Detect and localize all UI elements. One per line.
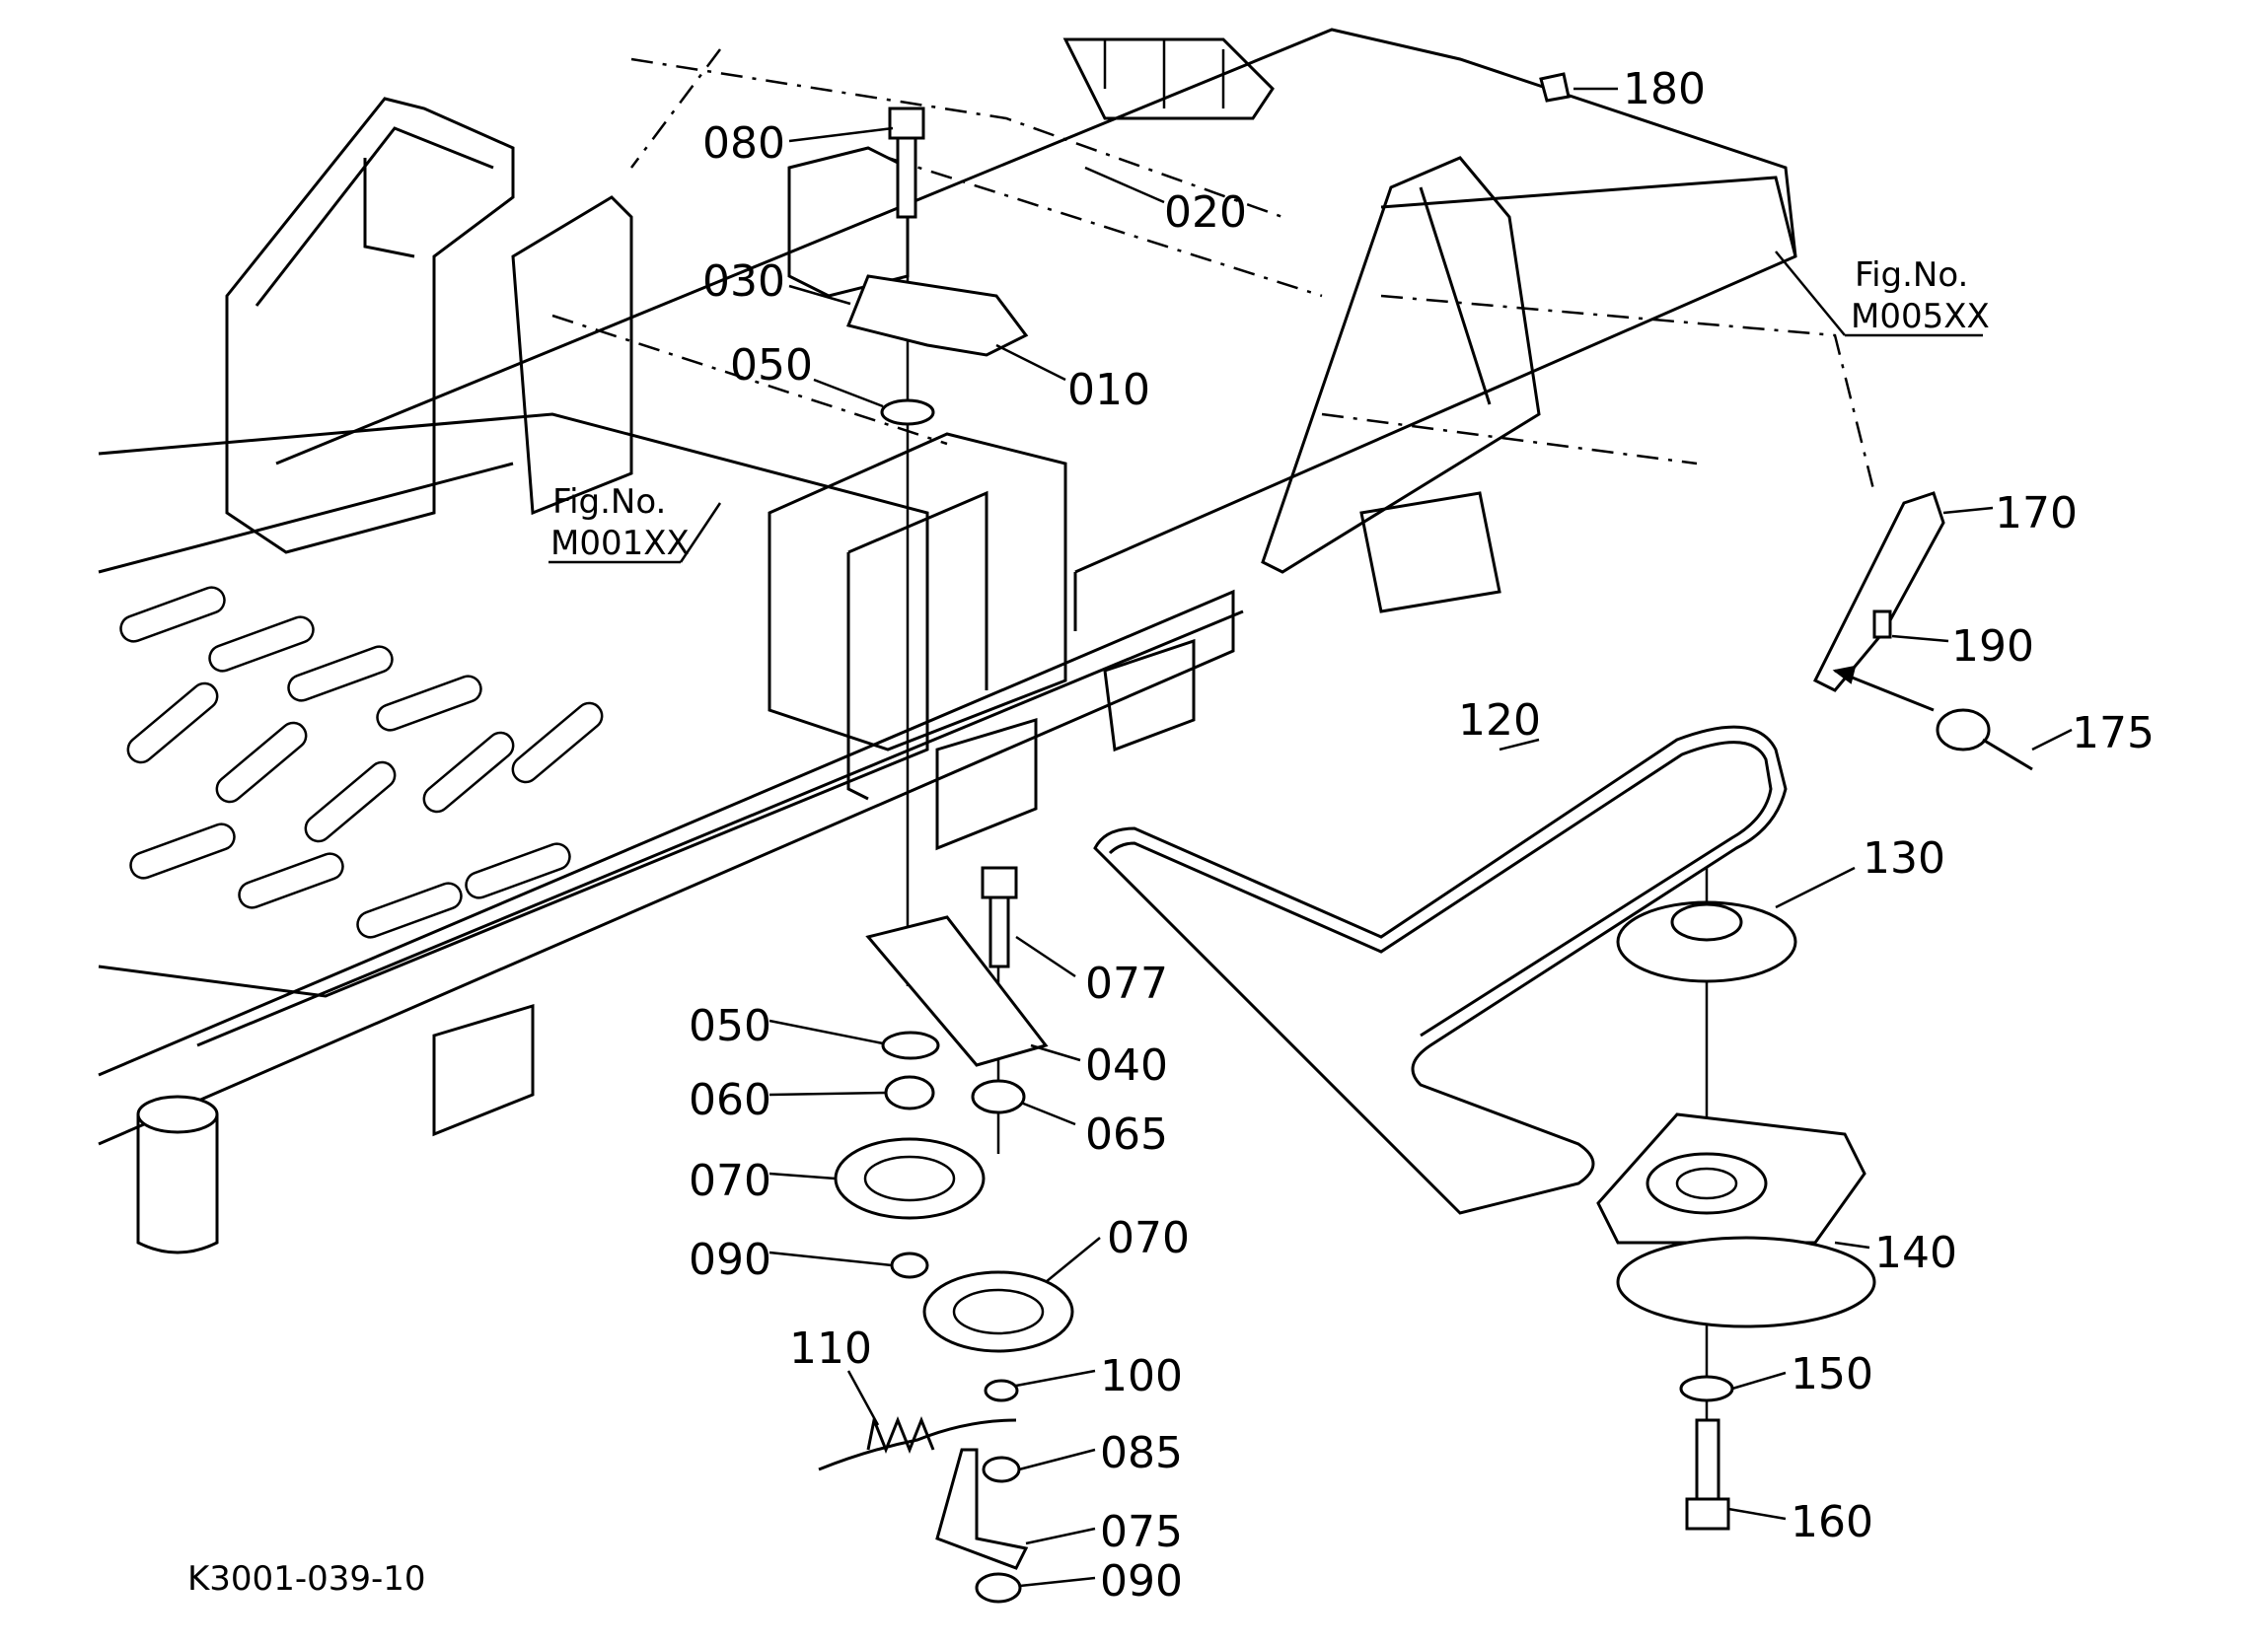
part-label-175[interactable]: 175 xyxy=(2072,708,2155,758)
part-label-010[interactable]: 010 xyxy=(1067,365,1150,415)
part-label-140[interactable]: 140 xyxy=(1874,1228,1957,1278)
part-label-100[interactable]: 100 xyxy=(1100,1351,1183,1401)
part-label-180[interactable]: 180 xyxy=(1623,64,1706,114)
part-label-077[interactable]: 077 xyxy=(1085,959,1168,1009)
diagram-id: K3001-039-10 xyxy=(187,1559,426,1599)
part-label-160[interactable]: 160 xyxy=(1791,1497,1873,1547)
part-label-090-upper[interactable]: 090 xyxy=(689,1235,771,1285)
part-label-130[interactable]: 130 xyxy=(1863,833,1945,884)
idler-assembly xyxy=(818,107,1074,1604)
part-label-030[interactable]: 030 xyxy=(702,256,785,307)
leader-lines xyxy=(679,87,2073,1588)
part-label-065[interactable]: 065 xyxy=(1085,1109,1168,1160)
part-label-060[interactable]: 060 xyxy=(689,1075,771,1125)
part-label-050-upper[interactable]: 050 xyxy=(730,340,813,391)
part-label-050-lower[interactable]: 050 xyxy=(689,1001,771,1051)
fig-number: M005XX xyxy=(1851,297,1990,336)
part-labels: 180 080 020 030 010 050 170 190 175 120 … xyxy=(689,64,2155,1607)
part-label-070-right[interactable]: 070 xyxy=(1107,1213,1190,1263)
mower-frame xyxy=(98,28,1876,1254)
part-label-090-lower[interactable]: 090 xyxy=(1100,1556,1183,1607)
fig-reference-m005xx[interactable]: Fig.No. M005XX xyxy=(1845,255,1990,337)
part-label-190[interactable]: 190 xyxy=(1951,621,2034,672)
part-label-070-left[interactable]: 070 xyxy=(689,1156,771,1206)
fig-number: M001XX xyxy=(550,524,690,563)
fig-label: Fig.No. xyxy=(1855,255,1968,295)
part-label-170[interactable]: 170 xyxy=(1995,488,2078,538)
fig-reference-m001xx[interactable]: Fig.No. M001XX xyxy=(549,482,690,564)
part-label-040[interactable]: 040 xyxy=(1085,1040,1168,1091)
part-label-080[interactable]: 080 xyxy=(702,118,785,169)
part-label-075[interactable]: 075 xyxy=(1100,1507,1183,1557)
part-label-120[interactable]: 120 xyxy=(1458,695,1541,746)
floor-slots xyxy=(119,586,604,939)
part-label-085[interactable]: 085 xyxy=(1100,1428,1183,1478)
part-label-020[interactable]: 020 xyxy=(1164,187,1247,238)
clutch-assembly xyxy=(1093,72,2033,1531)
fig-label: Fig.No. xyxy=(552,482,666,522)
part-label-110[interactable]: 110 xyxy=(789,1324,872,1374)
part-label-150[interactable]: 150 xyxy=(1791,1349,1873,1399)
